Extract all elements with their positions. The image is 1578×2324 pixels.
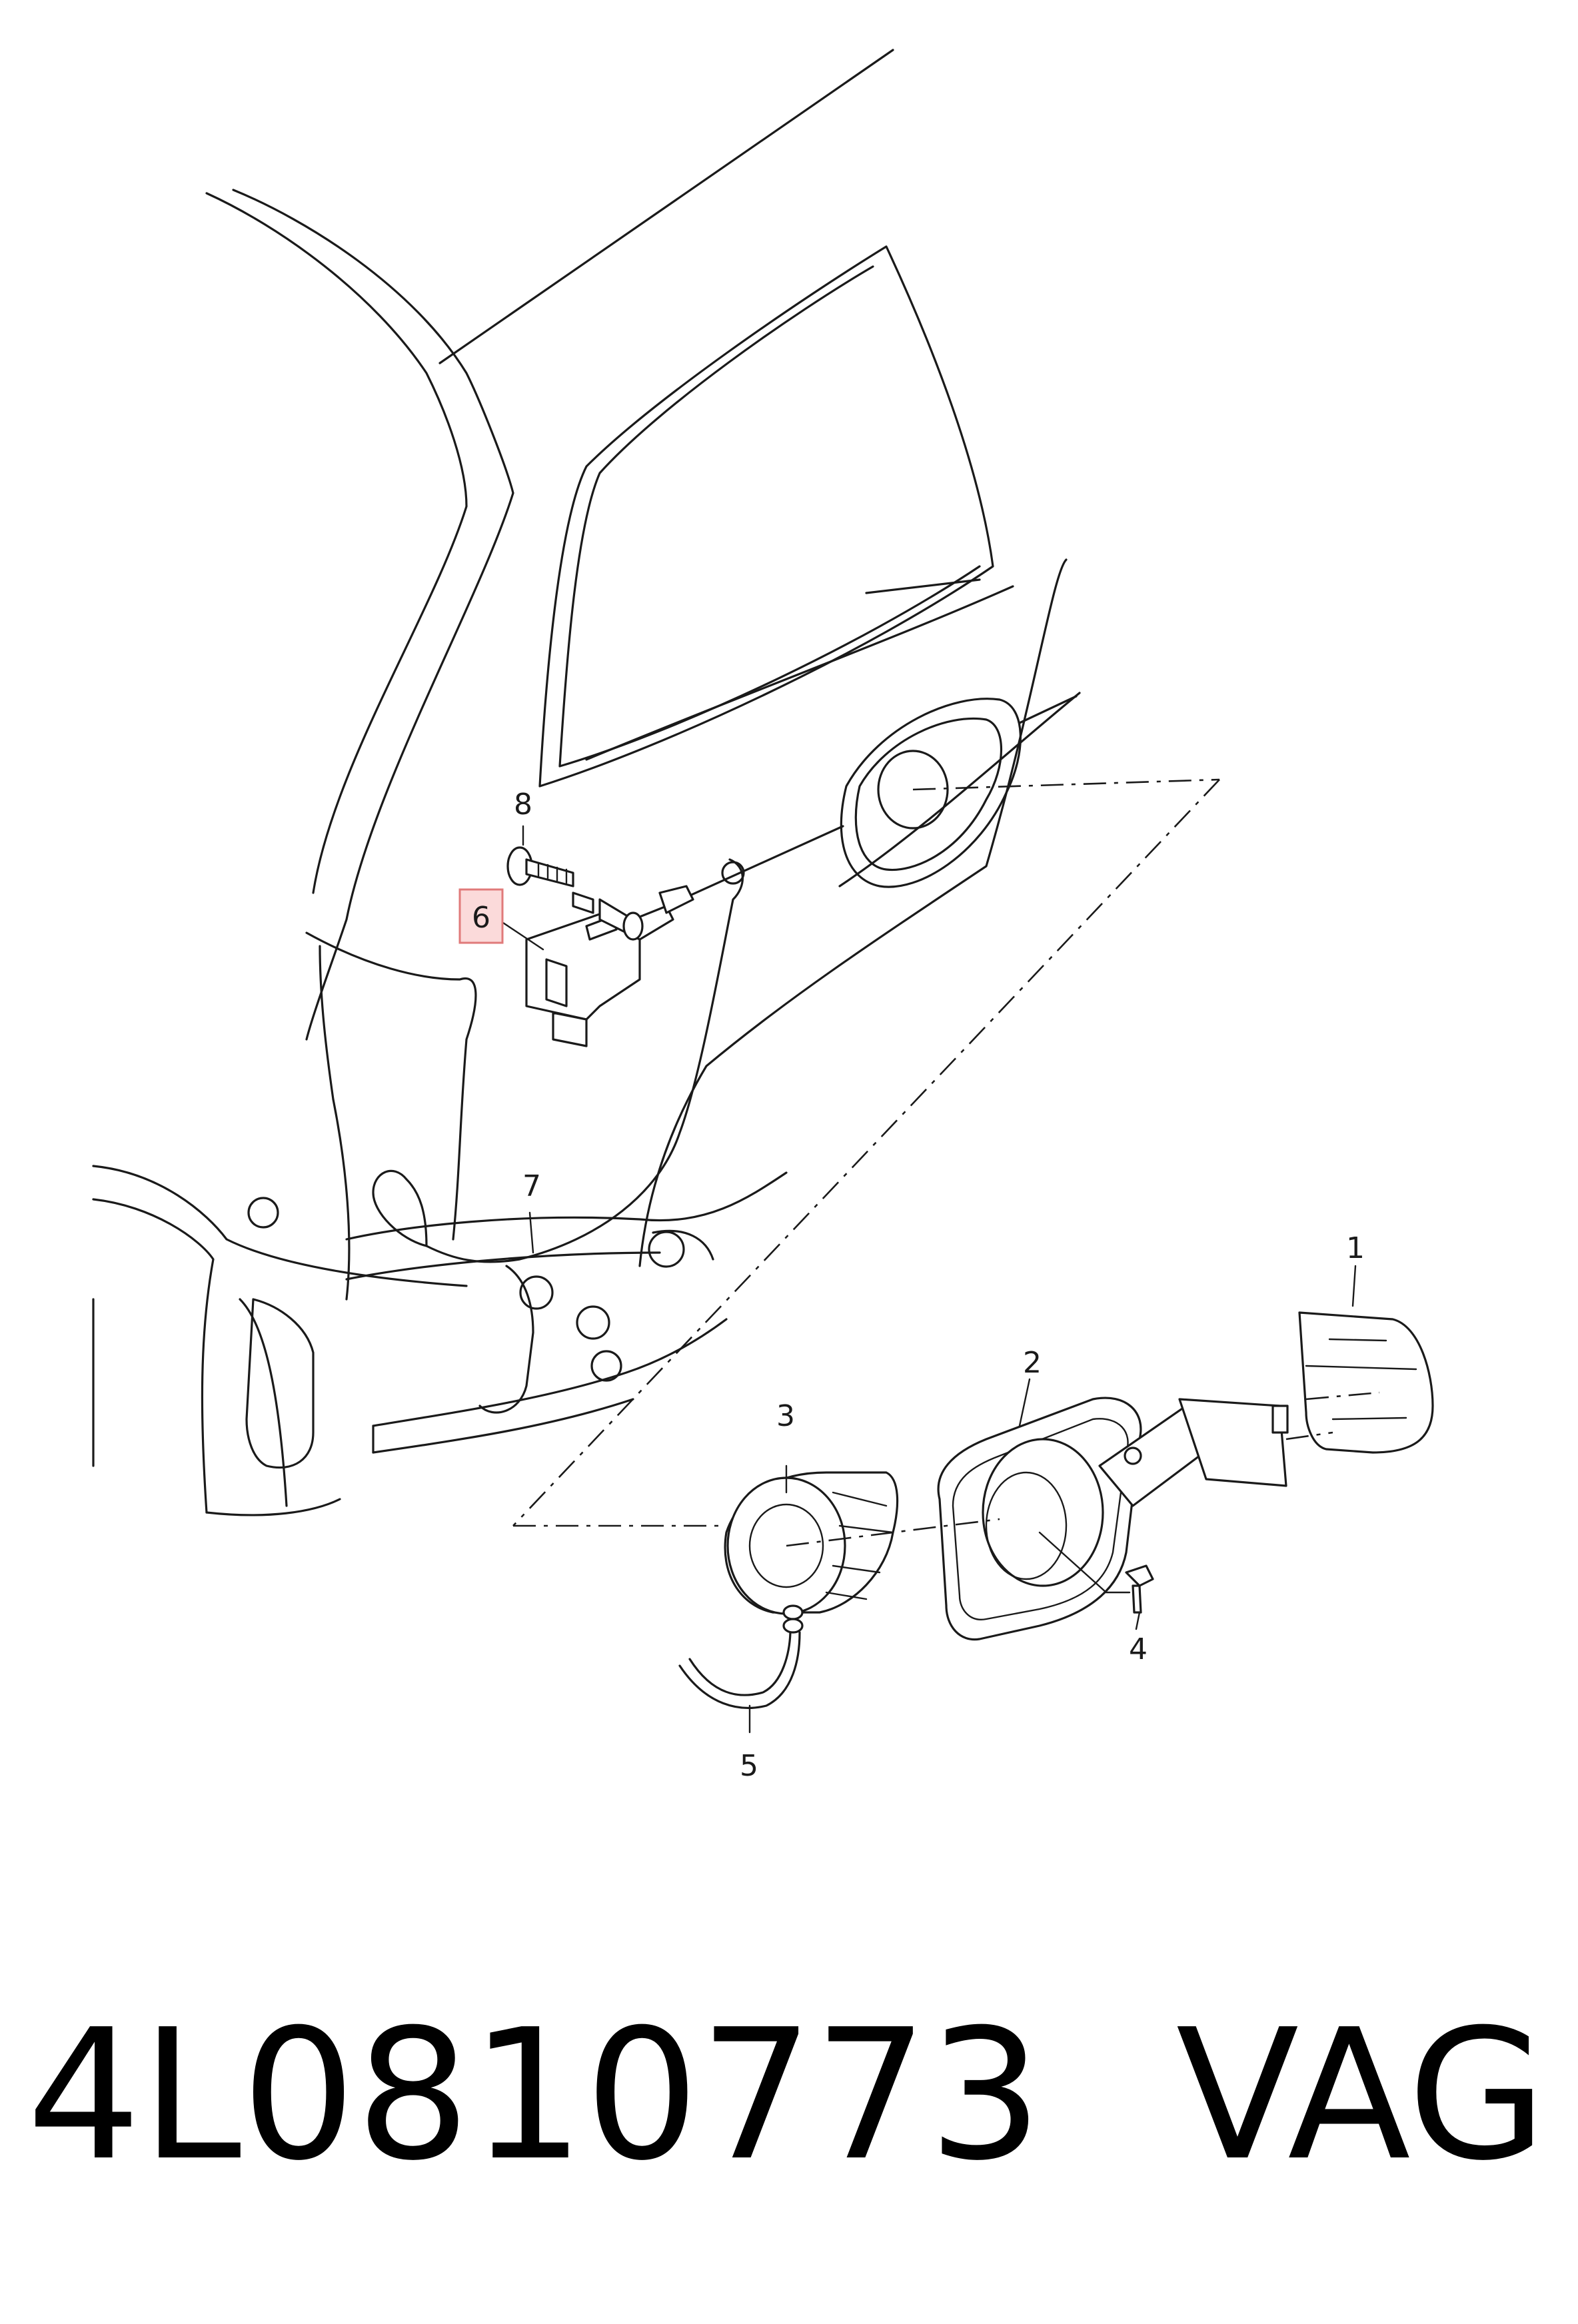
brand-name: VAG	[1176, 1990, 1547, 2200]
assembly-guide-lines	[512, 778, 1380, 1547]
callout-5: 5	[740, 1749, 758, 1783]
release-cable	[372, 825, 844, 1263]
vehicle-body-outline	[92, 49, 1081, 1516]
callout-6: 6	[472, 901, 490, 935]
screw-part-4	[1125, 1564, 1154, 1614]
drain-hose-part-5	[678, 1618, 804, 1709]
part-number: 4L0810773	[27, 1990, 1043, 2200]
filler-housing-part-2	[937, 1397, 1289, 1641]
fuel-door-cover-part-1	[1298, 1311, 1434, 1454]
callout-8: 8	[514, 788, 532, 822]
callout-1: 1	[1346, 1231, 1365, 1265]
fuel-filler-recess	[840, 695, 1078, 888]
part-caption: 4L0810773 VAG	[27, 1996, 1559, 2195]
bolt-part-8	[506, 846, 594, 914]
callout-7: 7	[522, 1169, 541, 1203]
rubber-grommet-part-3	[724, 1471, 899, 1620]
callout-4: 4	[1129, 1632, 1148, 1666]
callout-2: 2	[1023, 1346, 1042, 1380]
actuator-part-6	[525, 885, 694, 1047]
highlight-box-6	[458, 888, 504, 944]
callout-3: 3	[776, 1399, 795, 1433]
leader-lines	[502, 825, 1357, 1734]
